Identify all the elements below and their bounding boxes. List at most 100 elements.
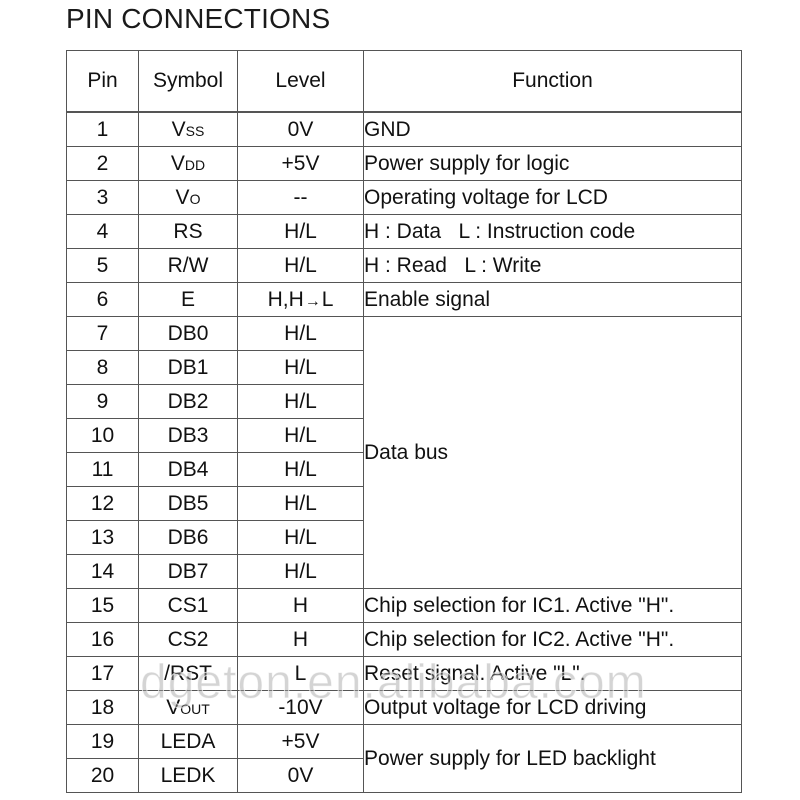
pin-symbol: /RST — [138, 656, 238, 691]
table-row: 1 VSS 0V GND — [66, 112, 742, 147]
table-row: 5 R/W H/L H : Read L : Write — [66, 248, 742, 283]
data-bus-function: Data bus — [363, 316, 742, 589]
table-row: 7 DB0 H/L Data bus — [66, 316, 742, 589]
pin-number: 9 — [66, 384, 139, 419]
pin-symbol: LEDK — [138, 758, 238, 793]
pin-function: H : Read L : Write — [363, 248, 742, 283]
level-to: L — [321, 287, 334, 311]
table-row: 18 VOUT -10V Output voltage for LCD driv… — [66, 690, 742, 725]
pin-number: 19 — [66, 724, 139, 759]
table-row: 14 DB7 H/L — [66, 554, 742, 589]
pin-connections-table: Pin Symbol Level Function 1 VSS 0V GND 2… — [66, 50, 742, 793]
pin-number: 4 — [66, 214, 139, 249]
pin-level: 0V — [237, 758, 364, 793]
pin-number: 18 — [66, 690, 139, 725]
pin-number: 15 — [66, 588, 139, 623]
pin-symbol: VOUT — [138, 690, 238, 725]
pin-function: H : Data L : Instruction code — [363, 214, 742, 249]
pin-symbol: LEDA — [138, 724, 238, 759]
pin-symbol: DB1 — [138, 350, 238, 385]
table-row: 19 LEDA +5V Power supply for LED backlig… — [66, 724, 742, 793]
pin-level: -- — [237, 180, 364, 215]
pin-function: Operating voltage for LCD — [363, 180, 742, 215]
header-pin: Pin — [66, 50, 139, 112]
pin-number: 12 — [66, 486, 139, 521]
pin-function: GND — [363, 112, 742, 147]
pin-function: Power supply for logic — [363, 146, 742, 181]
pin-number: 5 — [66, 248, 139, 283]
header-row: Pin Symbol Level Function — [66, 50, 742, 112]
pin-symbol: DB2 — [138, 384, 238, 419]
table-row: 4 RS H/L H : Data L : Instruction code — [66, 214, 742, 249]
pin-number: 16 — [66, 622, 139, 657]
pin-number: 8 — [66, 350, 139, 385]
table-row: 3 VO -- Operating voltage for LCD — [66, 180, 742, 215]
pin-number: 1 — [66, 112, 139, 147]
pin-function: Chip selection for IC2. Active "H". — [363, 622, 742, 657]
symbol-main: V — [166, 695, 181, 719]
table-row: 13 DB6 H/L — [66, 520, 742, 555]
table-row: 10 DB3 H/L — [66, 418, 742, 453]
header-symbol: Symbol — [138, 50, 238, 112]
pin-number: 17 — [66, 656, 139, 691]
table-row: 20 LEDK 0V — [66, 758, 742, 793]
pin-symbol: VSS — [138, 112, 238, 147]
pin-symbol: VDD — [138, 146, 238, 181]
pin-number: 14 — [66, 554, 139, 589]
pin-level: H/L — [237, 384, 364, 419]
pin-symbol: RS — [138, 214, 238, 249]
pin-level: H/L — [237, 248, 364, 283]
pin-symbol: DB4 — [138, 452, 238, 487]
table-row: 9 DB2 H/L — [66, 384, 742, 419]
pin-symbol: DB3 — [138, 418, 238, 453]
pin-number: 10 — [66, 418, 139, 453]
pin-level: H/L — [237, 520, 364, 555]
pin-symbol: R/W — [138, 248, 238, 283]
pin-level: H/L — [237, 486, 364, 521]
pin-level: H/L — [237, 316, 364, 351]
pin-level: H/L — [237, 214, 364, 249]
header-function: Function — [363, 50, 742, 112]
pin-symbol: DB7 — [138, 554, 238, 589]
level-from: H,H — [267, 287, 304, 311]
pin-level: H — [237, 588, 364, 623]
symbol-main: V — [170, 151, 185, 175]
pin-number: 7 — [66, 316, 139, 351]
pin-symbol: DB6 — [138, 520, 238, 555]
pin-number: 6 — [66, 282, 139, 317]
symbol-sub: O — [189, 190, 201, 207]
pin-symbol: CS2 — [138, 622, 238, 657]
pin-function: Output voltage for LCD driving — [363, 690, 742, 725]
table-row: 12 DB5 H/L — [66, 486, 742, 521]
pin-symbol: CS1 — [138, 588, 238, 623]
table-row: 6 E H,H→L Enable signal — [66, 282, 742, 317]
pin-symbol: VO — [138, 180, 238, 215]
pin-number: 3 — [66, 180, 139, 215]
arrow-right-icon: → — [304, 292, 321, 310]
symbol-sub: DD — [184, 156, 206, 173]
symbol-main: V — [171, 117, 186, 141]
pin-number: 11 — [66, 452, 139, 487]
pin-symbol: E — [138, 282, 238, 317]
pin-level: +5V — [237, 724, 364, 759]
table-row: 16 CS2 H Chip selection for IC2. Active … — [66, 622, 742, 657]
pin-level: 0V — [237, 112, 364, 147]
pin-function: Reset signal. Active "L". — [363, 656, 742, 691]
table-row: 15 CS1 H Chip selection for IC1. Active … — [66, 588, 742, 623]
pin-number: 13 — [66, 520, 139, 555]
table-row: 8 DB1 H/L — [66, 350, 742, 385]
pin-level: +5V — [237, 146, 364, 181]
symbol-sub: OUT — [180, 700, 210, 717]
table-row: 2 VDD +5V Power supply for logic — [66, 146, 742, 181]
pin-level: H — [237, 622, 364, 657]
page-title: PIN CONNECTIONS — [66, 3, 331, 34]
symbol-main: V — [175, 185, 190, 209]
backlight-function: Power supply for LED backlight — [363, 724, 742, 793]
table-row: 11 DB4 H/L — [66, 452, 742, 487]
header-level: Level — [237, 50, 364, 112]
symbol-sub: SS — [185, 122, 205, 139]
pin-symbol: DB0 — [138, 316, 238, 351]
pin-level: H/L — [237, 452, 364, 487]
pin-level: H,H→L — [237, 282, 364, 317]
pin-function: Enable signal — [363, 282, 742, 317]
